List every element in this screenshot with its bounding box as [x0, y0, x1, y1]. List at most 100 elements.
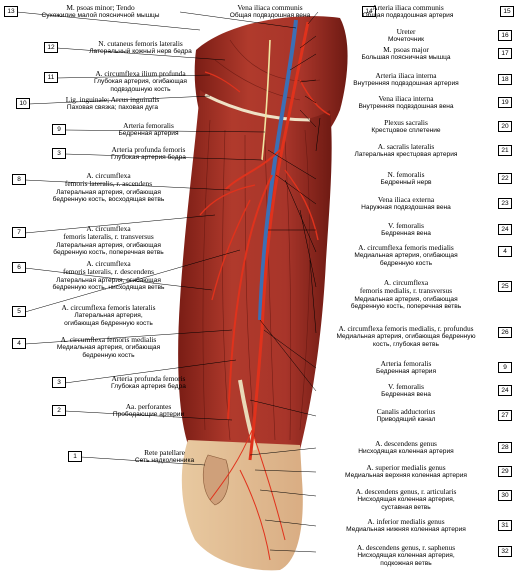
callout-number: 21 — [498, 145, 512, 156]
latin-term: M. psoas minor; Tendo — [66, 3, 135, 12]
callout-number: 24 — [498, 224, 512, 235]
russian-term: Мочеточник — [387, 36, 425, 44]
latin-term: Vena iliaca communis — [237, 3, 303, 12]
latin-term: M. psoas major — [383, 45, 429, 54]
callout-number: 16 — [498, 30, 512, 41]
callout-number: 6 — [12, 262, 26, 273]
latin-term: A. circumflexa femoris medialis — [358, 243, 454, 252]
femoral-nerve — [261, 39, 271, 161]
latin-term: A. circumflexa femoris lateralis — [61, 303, 156, 312]
callout-number: 3 — [52, 148, 66, 159]
latin-term: Canalis adductorius — [376, 407, 436, 416]
left-label: A. circumflexa femoris lateralis, r. tra… — [26, 224, 191, 257]
callout-number: 20 — [498, 121, 512, 132]
latin-term: Plexus sacralis — [384, 118, 428, 127]
callout-number: 18 — [498, 74, 512, 85]
russian-term: Крестцовое сплетение — [371, 127, 441, 135]
callout-number: 5 — [12, 306, 26, 317]
latin-term: A. superior medialis genus — [366, 463, 446, 472]
callout-number: 14 — [362, 6, 376, 17]
patella — [202, 454, 229, 506]
latin-term: A. sacralis lateralis — [377, 142, 435, 151]
russian-term: Большая поясничная мышца — [361, 54, 451, 62]
russian-term: Латеральная артерия, огибающая бедренную… — [53, 241, 164, 257]
callout-number: 9 — [52, 124, 66, 135]
callout-number: 22 — [498, 173, 512, 184]
russian-term: Латеральная артерия, огибающая бедренную… — [64, 312, 153, 327]
latin-term: Rete patellare — [144, 448, 185, 457]
latin-term: A. circumflexa femoris lateralis, r. tra… — [63, 224, 154, 242]
russian-term: Латеральная крестцовая артерия — [354, 151, 458, 159]
latin-term: A. circumflexa femoris medialis, r. prof… — [338, 324, 474, 333]
latin-term: Arteria iliaca interna — [375, 71, 437, 80]
callout-number: 4 — [498, 246, 512, 257]
russian-term: Нисходящая коленная артерия, подкожная в… — [357, 552, 455, 567]
callout-number: 10 — [16, 98, 30, 109]
latin-term: A. circumflexa ilium profunda — [95, 69, 186, 78]
latin-term: Lig. inguinale; Arcus inguinalis — [65, 95, 160, 104]
callout-number: 23 — [498, 198, 512, 209]
latin-term: V. femoralis — [388, 221, 424, 230]
callout-number: 17 — [498, 48, 512, 59]
callout-number: 12 — [44, 42, 58, 53]
callout-number: 13 — [4, 6, 18, 17]
callout-number: 15 — [500, 6, 514, 17]
latin-term: A. descendens genus — [375, 439, 437, 448]
russian-term: Латеральная артерия, огибающая бедренную… — [52, 276, 165, 292]
latin-term: Arteria iliaca communis — [372, 3, 444, 12]
right-label: A. circumflexa femoris medialis, r. tran… — [316, 278, 496, 311]
latin-term: A. circumflexa femoris medialis, r. tran… — [359, 278, 453, 296]
callout-number: 31 — [498, 520, 512, 531]
callout-number: 3 — [52, 377, 66, 388]
callout-number: 27 — [498, 410, 512, 421]
russian-term: Нисходящая коленная артерия — [358, 448, 454, 456]
russian-term: Бедренный нерв — [380, 179, 432, 187]
callout-number: 30 — [498, 490, 512, 501]
latin-term: Arteria profunda femoris — [111, 145, 186, 154]
callout-number: 8 — [12, 174, 26, 185]
latin-term: Ureter — [396, 27, 416, 36]
russian-term: Общая подвздошная артерия — [362, 12, 454, 20]
russian-term: Бедренная артерия — [118, 130, 179, 138]
latin-term: N. femoralis — [387, 170, 425, 179]
russian-term: Медиальная нижняя коленная артерия — [346, 526, 466, 534]
russian-term: Прободающие артерии — [112, 411, 185, 419]
russian-term: Медиальная артерия, огибающая бедренную … — [336, 333, 476, 348]
left-label: A. circumflexa femoris lateralis, r. des… — [26, 259, 191, 292]
callout-number: 11 — [44, 72, 58, 83]
latin-term: A. descendens genus, r. saphenus — [356, 543, 456, 552]
callout-number: 24 — [498, 385, 512, 396]
latin-term: Arteria profunda femoris — [111, 374, 186, 383]
latin-term: V. femoralis — [388, 382, 424, 391]
left-label: A. circumflexa femoris lateralis, r. asc… — [26, 171, 191, 204]
russian-term: Бедренная артерия — [375, 368, 437, 376]
callout-number: 19 — [498, 97, 512, 108]
russian-term: Медиальная артерия, огибающая бедренную … — [56, 344, 161, 359]
callout-number: 26 — [498, 327, 512, 338]
callout-number: 4 — [12, 338, 26, 349]
russian-term: Латеральный кожный нерв бедра — [89, 48, 192, 56]
right-label: A. circumflexa femoris medialis, r. prof… — [316, 324, 496, 349]
latin-term: Vena iliaca externa — [377, 195, 435, 204]
latin-term: Arteria femoralis — [123, 121, 174, 130]
latin-term: A. descendens genus, r. articularis — [355, 487, 457, 496]
russian-term: Приводящий канал — [376, 416, 436, 424]
